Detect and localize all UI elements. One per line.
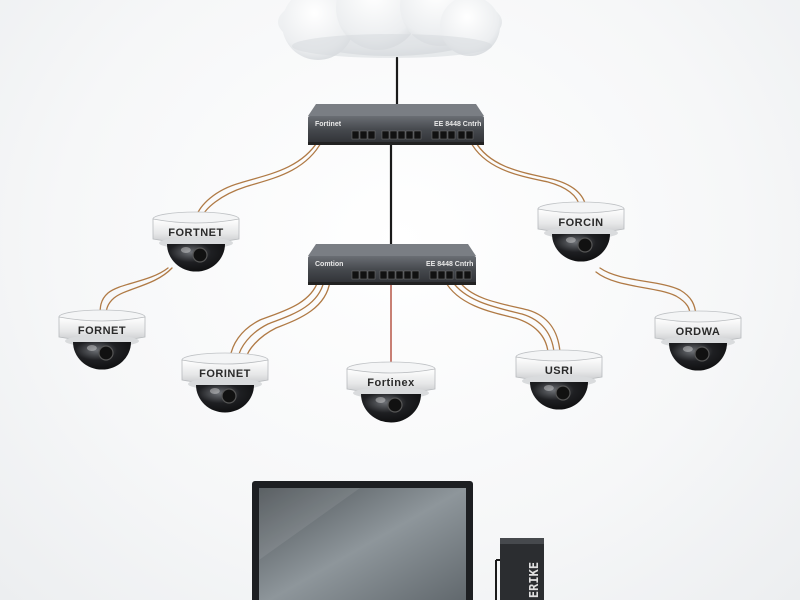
camera-lens-icon (577, 237, 593, 253)
camera-lens-icon (192, 247, 208, 263)
network-switch-top[interactable]: Fortinet EE 8448 Cntrh (308, 104, 484, 145)
camera-lens-icon (221, 388, 237, 404)
backbone-cables (389, 56, 399, 247)
network-switch-middle[interactable]: Comtion EE 8448 Cntrh (308, 244, 476, 285)
nvr-tower-icon[interactable]: ERIKE (495, 538, 544, 600)
camera-label: Fortinex (367, 377, 415, 389)
camera-group: FORTNET FORCIN FORNET ORDWA FORINET Fortinex U… (58, 201, 742, 423)
camera-lens-icon (555, 385, 571, 401)
dome-camera-ml[interactable]: FORNET (58, 309, 146, 370)
switch-ports (351, 270, 472, 280)
dome-camera-mr[interactable]: ORDWA (654, 310, 742, 371)
switch-model-label: EE 8448 Cntrh (434, 121, 481, 128)
camera-label: USRI (545, 365, 573, 377)
cloud-icon (278, 0, 502, 60)
camera-label: ORDWA (676, 326, 721, 338)
camera-label: FORCIN (558, 217, 603, 229)
switch-brand-label: Fortinet (315, 121, 342, 128)
camera-label: FORTNET (168, 227, 223, 239)
camera-label: FORINET (199, 368, 251, 380)
switch-brand-label: Comtion (315, 261, 343, 268)
dome-camera-tl[interactable]: FORTNET (152, 211, 240, 272)
recorder-label: ERIKE (527, 562, 541, 598)
dome-camera-b2[interactable]: Fortinex (346, 361, 436, 423)
dome-camera-b1[interactable]: FORINET (181, 352, 269, 413)
switch-ports (351, 130, 474, 140)
camera-lens-icon (98, 345, 114, 361)
monitor-icon[interactable] (252, 481, 473, 600)
camera-cables (99, 140, 697, 359)
camera-lens-icon (694, 346, 710, 362)
switch-model-label: EE 8448 Cntrh (426, 261, 473, 268)
camera-lens-icon (387, 397, 403, 413)
dome-camera-b3[interactable]: USRI (515, 349, 603, 410)
camera-label: FORNET (78, 325, 126, 337)
dome-camera-tr[interactable]: FORCIN (537, 201, 625, 262)
